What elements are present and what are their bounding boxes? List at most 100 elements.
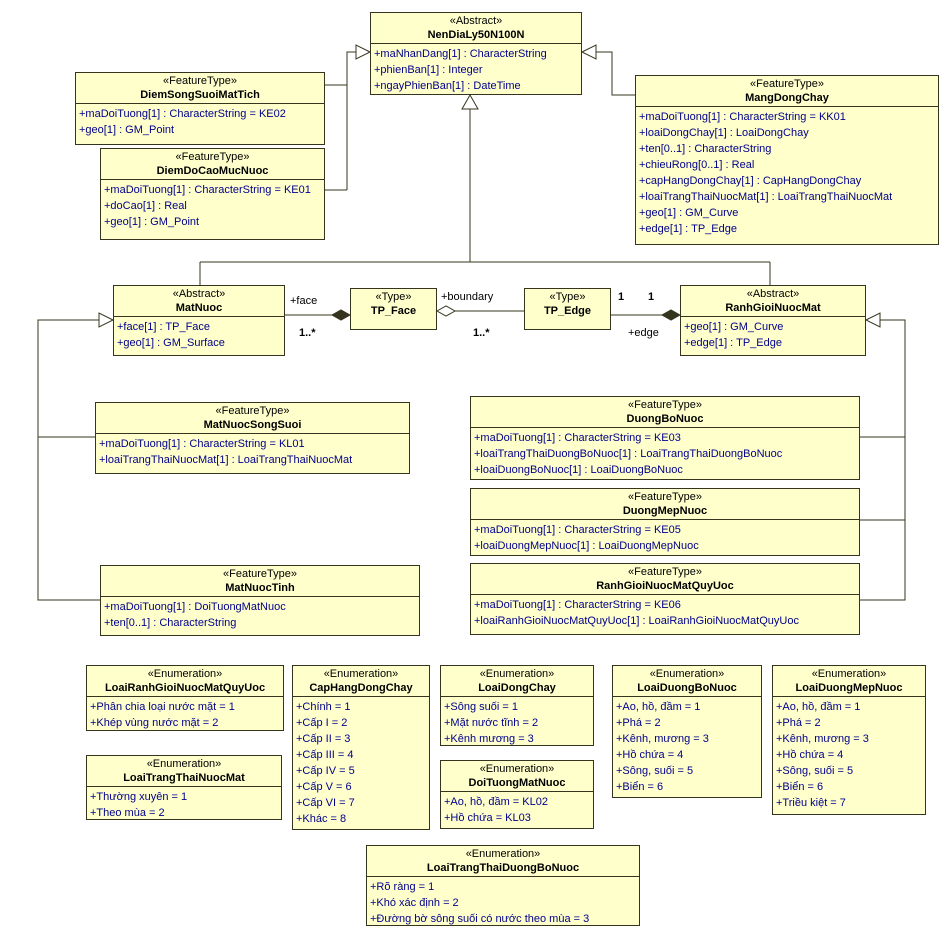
enum-box-LoaiRanhGioiNuocMatQuyUoc: «Enumeration»LoaiRanhGioiNuocMatQuyUoc+P… — [86, 665, 284, 731]
attribute: +ngayPhienBan[1] : DateTime — [374, 80, 521, 92]
enum-box-LoaiDongChay: «Enumeration»LoaiDongChay +Sông suối = 1 +… — [440, 665, 594, 746]
attribute: +geo[1] : GM_Surface — [117, 337, 225, 349]
class-box-DiemSongSuoiMatTich: «FeatureType»DiemSongSuoiMatTich+maDoiTu… — [75, 72, 325, 145]
attribute-list: +maDoiTuong[1] : CharacterString = KE05 +… — [471, 520, 859, 555]
attribute-list: +geo[1] : GM_Curve+edge[1] : TP_Edge — [681, 317, 865, 352]
attribute: +Ao, hồ, đầm = KL02 — [444, 796, 548, 808]
class-box-RanhGioiNuocMat: «Abstract»RanhGioiNuocMat+geo[1] : GM_Cu… — [680, 285, 866, 356]
stereotype-label: «FeatureType» — [628, 491, 702, 503]
attribute-list: +maNhanDang[1] : CharacterString +phienBa… — [371, 44, 581, 94]
attribute: +Khó xác định = 2 — [370, 897, 459, 909]
role-label-edge: +edge — [628, 327, 659, 339]
stereotype-label: «Enumeration» — [146, 758, 222, 770]
class-header: «Abstract»RanhGioiNuocMat — [681, 286, 865, 317]
generalization-arrow-bottom — [461, 93, 479, 110]
generalization-line-left-children — [325, 51, 356, 191]
class-header: «Enumeration»LoaiDongChay — [441, 666, 593, 697]
attribute: +Ao, hồ, đầm = 1 — [616, 701, 701, 713]
attribute: +Theo mùa = 2 — [90, 807, 165, 819]
attribute-list: +Phân chia loại nước mặt = 1+Khép vùng n… — [87, 697, 283, 730]
attribute: +maDoiTuong[1] : CharacterString = KE06 — [474, 599, 681, 611]
attribute: +doCao[1] : Real — [104, 200, 187, 212]
enum-box-LoaiDuongBoNuoc: «Enumeration»LoaiDuongBoNuoc+Ao, hồ, đầm… — [612, 665, 762, 798]
attribute: +Hồ chứa = KL03 — [444, 812, 531, 824]
class-name: DuongBoNuoc — [626, 413, 704, 425]
attribute: +maNhanDang[1] : CharacterString — [374, 48, 547, 60]
attribute: +phienBan[1] : Integer — [374, 64, 483, 76]
generalization-line-bottom — [199, 109, 771, 285]
attribute: +loaiRanhGioiNuocMatQuyUoc[1] : LoaiRanh… — [474, 615, 799, 627]
stereotype-label: «FeatureType» — [628, 566, 702, 578]
class-box-DuongBoNuoc: «FeatureType»DuongBoNuoc+maDoiTuong[1] :… — [470, 396, 860, 480]
attribute: +Cấp II = 3 — [296, 733, 351, 745]
class-header: «Enumeration»DoiTuongMatNuoc — [441, 761, 593, 792]
attribute: +maDoiTuong[1] : DoiTuongMatNuoc — [104, 601, 286, 613]
attribute: +Triều kiệt = 7 — [776, 797, 846, 809]
attribute: +loaiDuongMepNuoc[1] : LoaiDuongMepNuoc — [474, 540, 699, 552]
attribute-list: +Thường xuyên = 1 +Theo mùa = 2 — [87, 787, 281, 819]
class-box-DiemDoCaoMucNuoc: «FeatureType»DiemDoCaoMucNuoc+maDoiTuong… — [100, 148, 325, 240]
attribute-list: +Ao, hồ, đầm = 1+Phá = 2+Kênh, mương = 3… — [773, 697, 925, 812]
class-box-MatNuocSongSuoi: «FeatureType»MatNuocSongSuoi+maDoiTuong[… — [95, 402, 410, 474]
generalization-line-ranhgioi-children — [860, 319, 906, 601]
class-box-DuongMepNuoc: «FeatureType»DuongMepNuoc+maDoiTuong[1] … — [470, 488, 860, 556]
class-box-MatNuocTinh: «FeatureType» MatNuocTinh +maDoiTuong[1] :… — [100, 565, 420, 636]
class-name: RanhGioiNuocMatQuyUoc — [596, 580, 734, 592]
attribute-list: +maDoiTuong[1] : CharacterString = KL01+… — [96, 434, 409, 469]
enum-box-LoaiTrangThaiNuocMat: «Enumeration» LoaiTrangThaiNuocMat +Thường… — [86, 755, 282, 820]
generalization-arrow-ranhgioi — [864, 312, 881, 328]
attribute: +loaiTrangThaiNuocMat[1] : LoaiTrangThai… — [639, 191, 893, 203]
stereotype-label: «Enumeration» — [465, 848, 541, 860]
class-box-TP-Face: «Type»TP_Face — [350, 288, 437, 330]
attribute: +Cấp IV = 5 — [296, 765, 355, 777]
class-name: RanhGioiNuocMat — [725, 302, 821, 314]
multiplicity-edge-right: 1 — [648, 291, 655, 303]
class-header: «Enumeration» LoaiTrangThaiNuocMat — [87, 756, 281, 787]
aggregation-diamond-boundary — [435, 305, 457, 317]
attribute: +Rõ ràng = 1 — [370, 881, 435, 893]
stereotype-label: «FeatureType» — [163, 75, 237, 87]
attribute: +Thường xuyên = 1 — [90, 791, 188, 803]
class-header: «Abstract»NenDiaLy50N100N — [371, 13, 581, 44]
generalization-line-mangdongchay — [596, 51, 635, 96]
stereotype-label: «Enumeration» — [649, 668, 725, 680]
stereotype-label: «Enumeration» — [147, 668, 223, 680]
class-header: «Type»TP_Edge — [525, 289, 610, 319]
attribute-list: +Ao, hồ, đầm = 1+Phá = 2+Kênh, mương = 3… — [613, 697, 761, 796]
attribute: +Cấp V = 6 — [296, 781, 352, 793]
class-box-RanhGioiNuocMatQuyUoc: «FeatureType» RanhGioiNuocMatQuyUoc +maDoi… — [470, 563, 860, 635]
attribute: +maDoiTuong[1] : CharacterString = KE02 — [79, 108, 286, 120]
stereotype-label: «FeatureType» — [628, 399, 702, 411]
attribute: +geo[1] : GM_Curve — [639, 207, 739, 219]
attribute: +Cấp VI = 7 — [296, 797, 355, 809]
stereotype-label: «Type» — [375, 291, 412, 303]
generalization-line-matnuoc-children — [37, 319, 100, 601]
class-name: MangDongChay — [745, 92, 829, 104]
attribute-list: +Ao, hồ, đầm = KL02 +Hồ chứa = KL03 — [441, 792, 593, 827]
class-name: DiemDoCaoMucNuoc — [156, 165, 269, 177]
stereotype-label: «Enumeration» — [323, 668, 399, 680]
stereotype-label: «Type» — [549, 291, 586, 303]
class-name: LoaiDongChay — [478, 682, 556, 694]
attribute: +Hồ chứa = 4 — [616, 749, 684, 761]
composition-diamond-face — [330, 309, 352, 321]
enum-box-LoaiDuongMepNuoc: «Enumeration»LoaiDuongMepNuoc+Ao, hồ, đầ… — [772, 665, 926, 815]
attribute: +Đường bờ sông suối có nước theo mùa = 3 — [370, 913, 590, 925]
generalization-arrow-left — [355, 44, 372, 60]
attribute: +Phá = 2 — [616, 717, 661, 729]
class-name: MatNuocTinh — [225, 582, 295, 594]
stereotype-label: «FeatureType» — [223, 568, 297, 580]
attribute: +Biển = 6 — [616, 781, 664, 793]
attribute: +maDoiTuong[1] : CharacterString = KE05 — [474, 524, 681, 536]
attribute: +chieuRong[0..1] : Real — [639, 159, 755, 171]
attribute: +Kênh mương = 3 — [444, 733, 534, 745]
class-header: «FeatureType» DuongBoNuoc — [471, 397, 859, 428]
attribute: +Sông suối = 1 — [444, 701, 519, 713]
attribute-list: +Chính = 1+Cấp I = 2+Cấp II = 3+Cấp III … — [293, 697, 429, 828]
class-name: LoaiTrangThaiNuocMat — [123, 772, 245, 784]
enum-box-CapHangDongChay: «Enumeration»CapHangDongChay+Chính = 1+C… — [292, 665, 430, 830]
attribute: +geo[1] : GM_Curve — [684, 321, 784, 333]
class-name: MatNuoc — [175, 302, 223, 314]
stereotype-label: «Abstract» — [449, 15, 503, 27]
